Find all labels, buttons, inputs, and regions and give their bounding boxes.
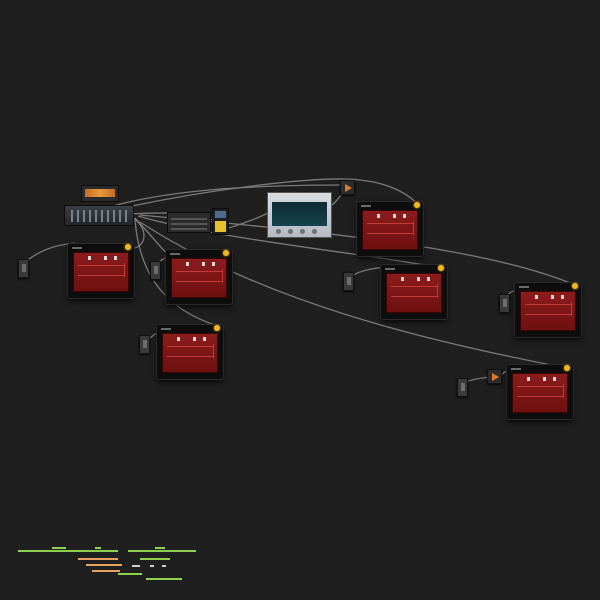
timeline-clip <box>146 578 182 580</box>
timeline-clip <box>155 547 165 549</box>
audio-input-5[interactable] <box>499 294 510 313</box>
instrument-device-4[interactable] <box>357 202 423 256</box>
audio-input-4[interactable] <box>343 272 354 291</box>
instrument-device-1[interactable] <box>68 244 134 298</box>
yellow-port-icon[interactable] <box>214 325 220 331</box>
instrument-device-6[interactable] <box>515 283 581 337</box>
instrument-device-2[interactable] <box>166 250 232 304</box>
instrument-device-3[interactable] <box>157 325 223 379</box>
yellow-port-icon[interactable] <box>572 283 578 289</box>
yellow-port-icon[interactable] <box>223 250 229 256</box>
timeline-clip <box>150 565 154 567</box>
timeline-clip <box>52 547 66 549</box>
audio-input-1[interactable] <box>18 259 29 278</box>
audio-input-3[interactable] <box>139 335 150 354</box>
timeline-clip <box>162 565 166 567</box>
timeline-clip <box>78 558 118 560</box>
mixer-node[interactable] <box>64 205 134 226</box>
audio-input-6[interactable] <box>457 378 468 397</box>
timeline-track <box>18 550 118 552</box>
audio-input-2[interactable] <box>150 261 161 280</box>
timeline-track <box>128 550 196 552</box>
play-node-2[interactable] <box>487 369 502 384</box>
play-node-1[interactable] <box>340 180 355 195</box>
timeline-clip <box>132 565 140 567</box>
instrument-device-7[interactable] <box>507 365 573 419</box>
pedal-effect-node[interactable] <box>212 208 229 235</box>
timeline-clip <box>92 570 120 572</box>
yellow-port-icon[interactable] <box>125 244 131 250</box>
play-icon <box>492 373 499 381</box>
rack-effect-node[interactable] <box>167 212 211 233</box>
timeline-clip <box>140 558 170 560</box>
instrument-device-5[interactable] <box>381 265 447 319</box>
yellow-port-icon[interactable] <box>564 365 570 371</box>
timeline-clip <box>86 564 122 566</box>
timeline-clip <box>95 547 101 549</box>
mixer-display[interactable] <box>81 185 119 202</box>
yellow-port-icon[interactable] <box>438 265 444 271</box>
yellow-port-icon[interactable] <box>414 202 420 208</box>
eq-analyzer-node[interactable] <box>267 192 332 238</box>
timeline-clip <box>118 573 142 575</box>
play-icon <box>345 184 352 192</box>
